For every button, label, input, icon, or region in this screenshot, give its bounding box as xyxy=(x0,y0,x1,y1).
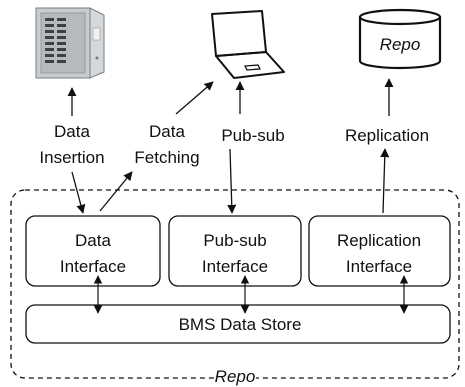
arrow-insertion-down xyxy=(71,171,86,214)
pubsub-interface-line2: Interface xyxy=(202,257,268,276)
pub-sub-label: Pub-sub xyxy=(221,126,284,145)
repo-container xyxy=(10,189,460,379)
repo-container-label-bg xyxy=(214,367,256,385)
pubsub-interface-line1: Pub-sub xyxy=(203,231,266,250)
data-interface-line1: Data xyxy=(75,231,111,250)
laptop-icon xyxy=(211,10,285,79)
database-cylinder-icon: Repo xyxy=(358,8,442,70)
data-insertion-label-line1: Data xyxy=(54,122,90,141)
repo-cylinder-label: Repo xyxy=(380,35,421,54)
arrow-pubsub-down xyxy=(227,148,237,214)
replication-interface-line2: Interface xyxy=(346,257,412,276)
bms-data-store-box xyxy=(25,304,451,344)
replication-interface-line1: Replication xyxy=(337,231,421,250)
data-insertion-label-line2: Insertion xyxy=(39,148,104,167)
bms-data-store-label: BMS Data Store xyxy=(179,315,302,334)
replication-label: Replication xyxy=(345,126,429,145)
data-fetching-label-line2: Fetching xyxy=(134,148,199,167)
arrow-fetching-down xyxy=(99,171,133,212)
arrow-to-laptop-fetching xyxy=(175,81,214,115)
arrow-replication-down xyxy=(380,148,390,214)
data-fetching-label-line1: Data xyxy=(149,122,185,141)
data-interface-line2: Interface xyxy=(60,257,126,276)
electrical-panel-icon xyxy=(35,7,105,79)
data-interface-box xyxy=(25,215,161,287)
replication-interface-box xyxy=(308,215,451,287)
repo-container-label: Repo xyxy=(215,367,256,386)
pubsub-interface-box xyxy=(168,215,302,287)
